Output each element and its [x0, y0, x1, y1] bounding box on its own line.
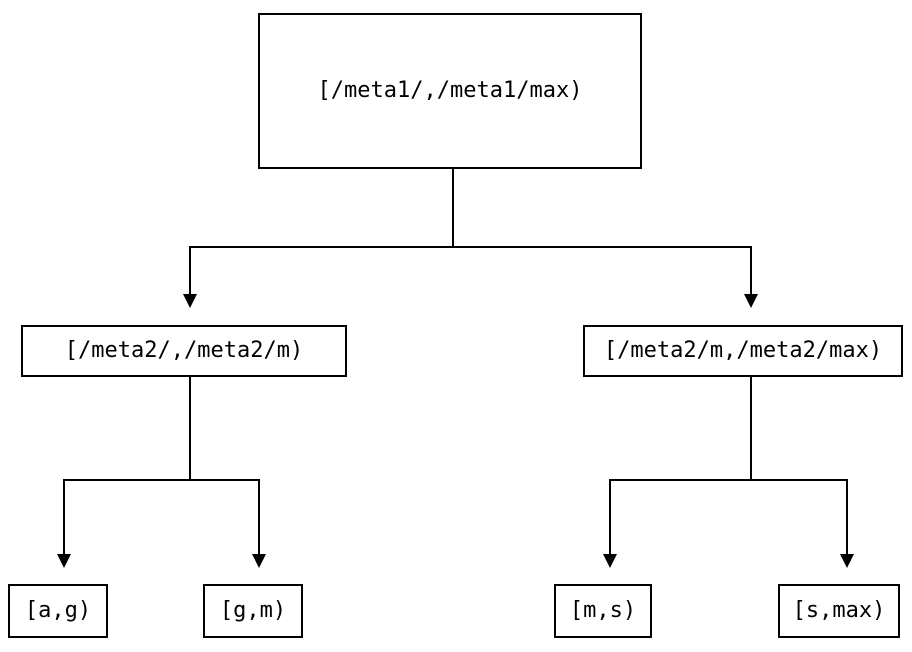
right-meta2-range-node: [/meta2/m,/meta2/max)	[583, 325, 903, 377]
arrow-down-icon	[603, 554, 617, 568]
edge-left-left-drop-line	[63, 479, 65, 554]
edge-root-stem-line	[452, 169, 454, 247]
edge-left-crossbar-line	[63, 479, 260, 481]
edge-right-left-drop-line	[609, 479, 611, 554]
arrow-down-icon	[840, 554, 854, 568]
edge-left-stem-line	[189, 377, 191, 480]
edge-right-crossbar-line	[609, 479, 848, 481]
arrow-down-icon	[57, 554, 71, 568]
arrow-down-icon	[252, 554, 266, 568]
leaf-range-node-gm: [g,m)	[203, 584, 303, 638]
leaf-range-node-ag: [a,g)	[8, 584, 108, 638]
arrow-down-icon	[744, 294, 758, 308]
edge-left-right-drop-line	[258, 479, 260, 554]
arrow-down-icon	[183, 294, 197, 308]
edge-right-stem-line	[750, 377, 752, 480]
edge-right-right-drop-line	[846, 479, 848, 554]
edge-root-right-drop-line	[750, 246, 752, 294]
leaf-range-node-ms: [m,s)	[554, 584, 652, 638]
leaf-range-node-smax: [s,max)	[778, 584, 900, 638]
root-range-node: [/meta1/,/meta1/max)	[258, 13, 642, 169]
edge-root-crossbar-line	[189, 246, 752, 248]
edge-root-left-drop-line	[189, 246, 191, 294]
left-meta2-range-node: [/meta2/,/meta2/m)	[21, 325, 347, 377]
